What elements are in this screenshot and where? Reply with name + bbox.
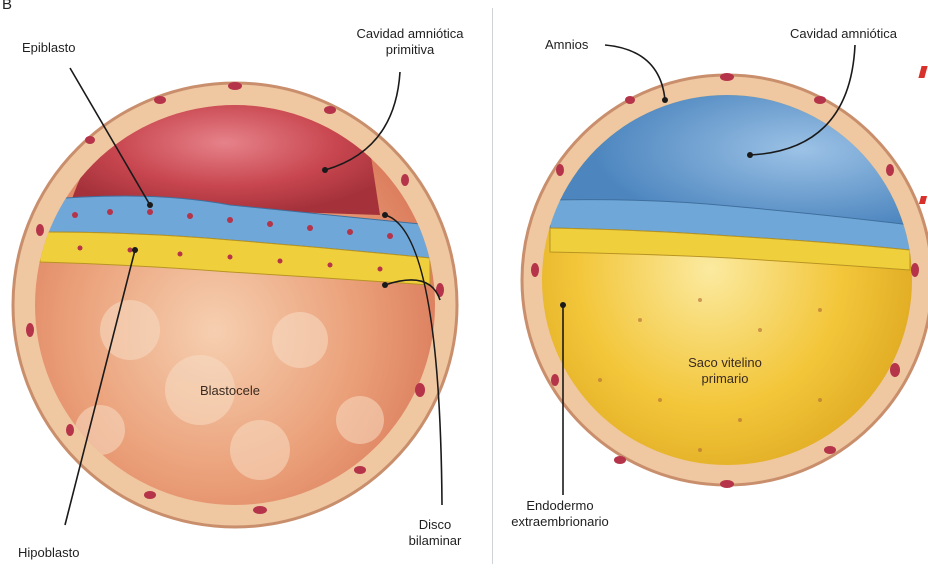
label-cavidad-primitiva-line1: Cavidad amniótica <box>340 26 480 42</box>
label-blastocele: Blastocele <box>195 383 265 399</box>
label-epiblasto: Epiblasto <box>22 40 75 56</box>
label-disco-bilaminar: Disco bilaminar <box>395 517 475 549</box>
label-disco-line2: bilaminar <box>395 533 475 549</box>
label-amnios: Amnios <box>545 37 588 53</box>
label-cavidad-primitiva-line2: primitiva <box>340 42 480 58</box>
label-endodermo-extraembrionario: Endodermo extraembrionario <box>495 498 625 530</box>
label-saco-vitelino-primario: Saco vitelino primario <box>675 355 775 387</box>
label-saco-line1: Saco vitelino <box>675 355 775 371</box>
right-blastocyst <box>522 45 928 500</box>
label-disco-line1: Disco <box>395 517 475 533</box>
left-blastocyst <box>13 68 457 527</box>
label-cavidad-amniotica: Cavidad amniótica <box>790 26 897 42</box>
label-hipoblasto: Hipoblasto <box>18 545 79 561</box>
label-saco-line2: primario <box>675 371 775 387</box>
label-endodermo-line1: Endodermo <box>495 498 625 514</box>
label-cavidad-amniotica-primitiva: Cavidad amniótica primitiva <box>340 26 480 58</box>
label-endodermo-line2: extraembrionario <box>495 514 625 530</box>
